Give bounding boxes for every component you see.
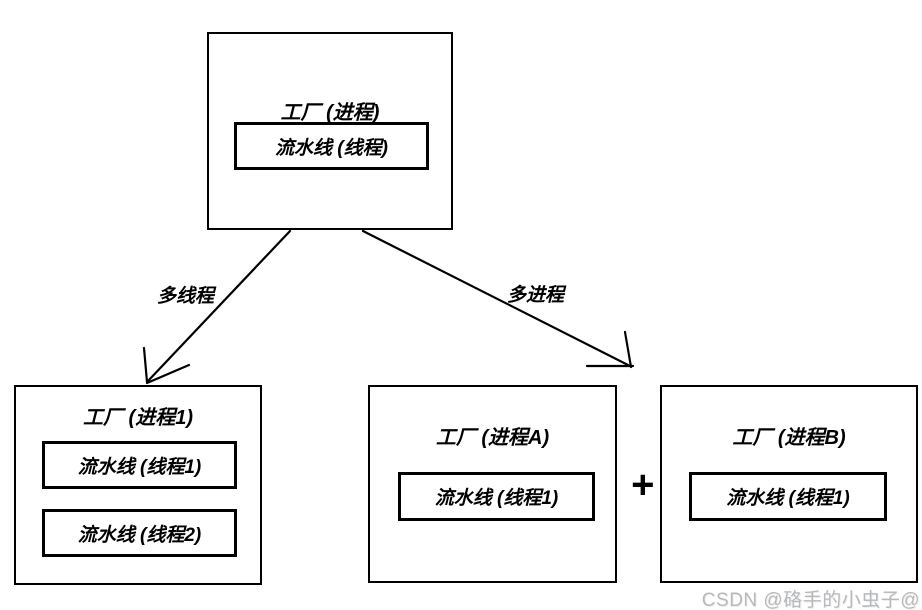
factory-title-processB: 工厂 (进程B) — [732, 427, 846, 449]
factory-title-parent: 工厂 (进程) — [280, 102, 380, 124]
multithread-arrow-label: 多线程 — [157, 286, 215, 307]
pipeline-box-processB-thread1: 流水线 (线程1) — [689, 472, 887, 521]
factory-box-processB: 工厂 (进程B) 流水线 (线程1) — [660, 385, 918, 583]
factory-box-process1: 工厂 (进程1) 流水线 (线程1) 流水线 (线程2) — [14, 385, 262, 585]
factory-title-process1: 工厂 (进程1) — [83, 407, 193, 429]
multiprocess-arrow — [361, 229, 635, 369]
factory-box-parent: 工厂 (进程) 流水线 (线程) — [207, 32, 453, 230]
pipeline-box-parent-1: 流水线 (线程) — [234, 122, 429, 170]
factory-title-processA: 工厂 (进程A) — [435, 427, 550, 449]
csdn-watermark: CSDN @硌手的小虫子@ — [701, 590, 920, 610]
multiprocess-arrow-label: 多进程 — [507, 285, 565, 306]
pipeline-box-processA-thread1: 流水线 (线程1) — [398, 472, 595, 521]
plus-operator: + — [630, 463, 654, 507]
factory-box-processA: 工厂 (进程A) 流水线 (线程1) — [368, 385, 617, 583]
pipeline-box-process1-thread2: 流水线 (线程2) — [42, 509, 237, 557]
pipeline-box-process1-thread1: 流水线 (线程1) — [42, 441, 237, 489]
multithread-arrow — [142, 229, 292, 385]
